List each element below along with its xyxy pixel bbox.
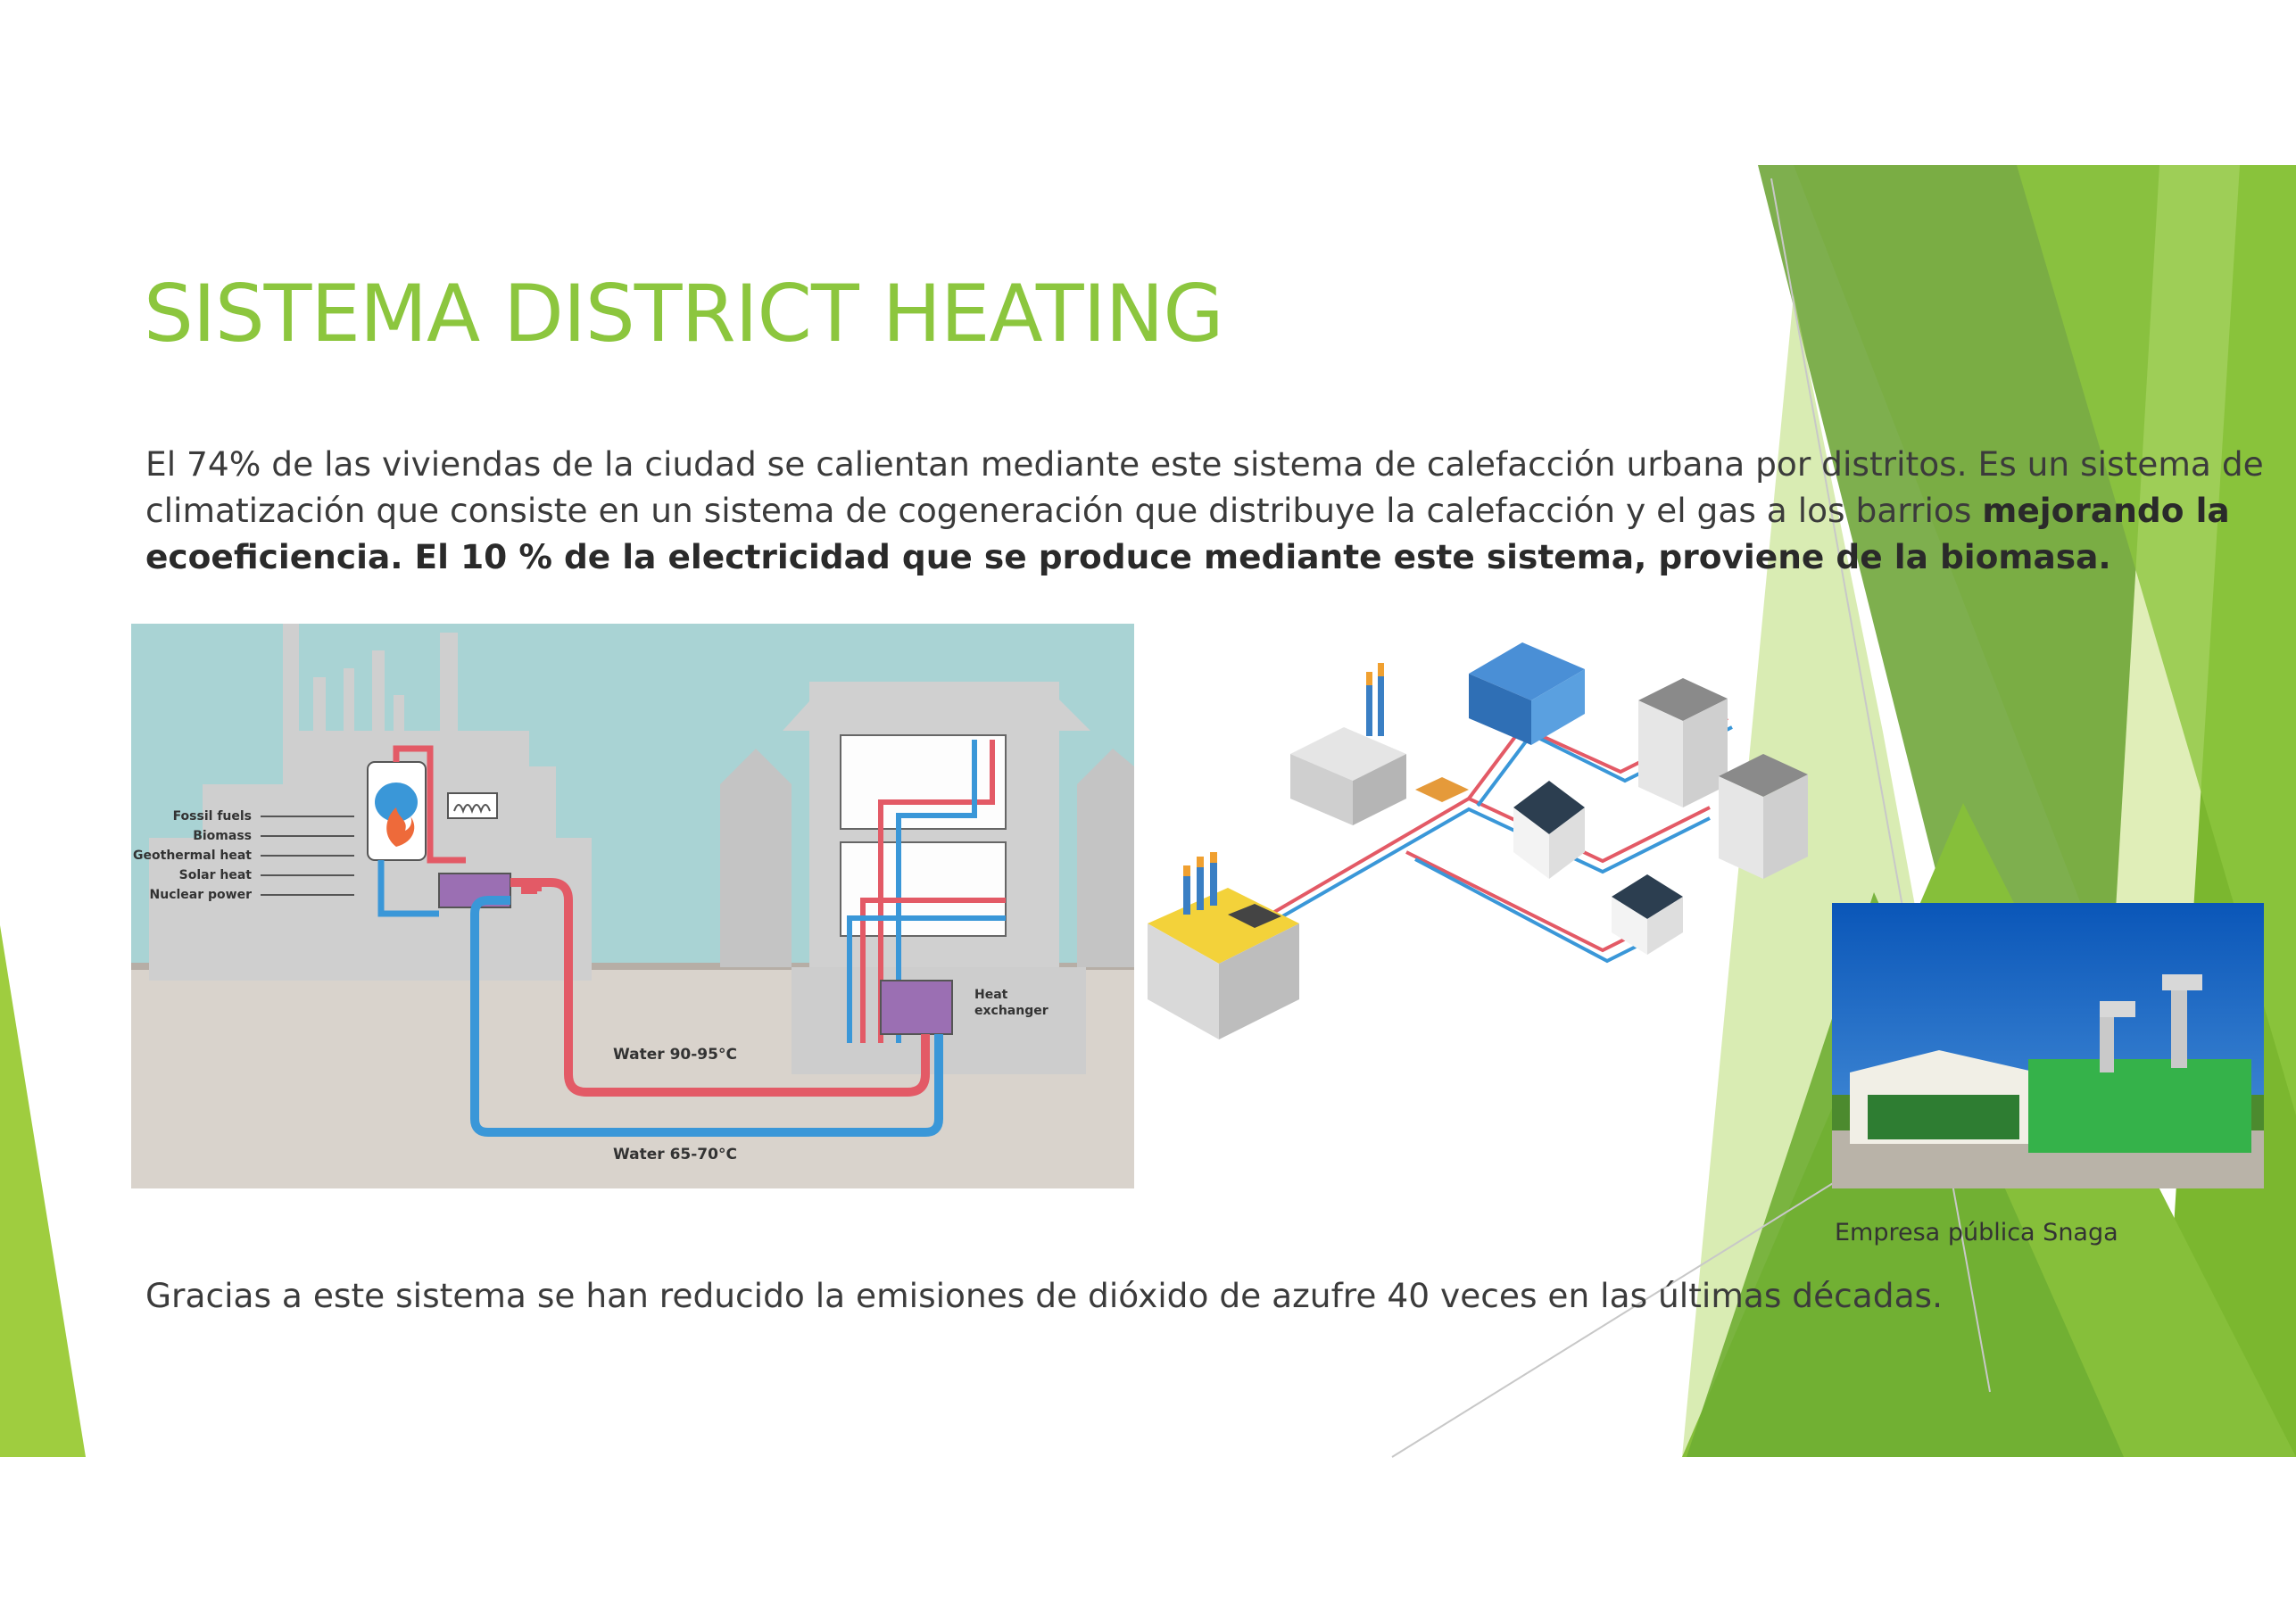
intro-paragraph-normal: El 74% de las viviendas de la ciudad se … (145, 444, 2264, 530)
source-geothermal: Geothermal heat (133, 849, 252, 863)
slide-title: SISTEMA DISTRICT HEATING (144, 268, 1224, 360)
footer-text: Gracias a este sistema se han reducido l… (145, 1276, 1944, 1315)
snaga-plant-photo (1832, 903, 2264, 1188)
water-hot-label: Water 90-95°C (613, 1046, 737, 1064)
flame-icon (386, 807, 415, 847)
source-solar: Solar heat (179, 868, 253, 882)
source-fossil-fuels: Fossil fuels (173, 809, 252, 824)
factory (1290, 663, 1469, 825)
houses (1513, 781, 1683, 955)
office-building (1469, 642, 1585, 745)
water-cold-label: Water 65-70°C (613, 1146, 737, 1163)
heat-exchanger-label-2: exchanger (974, 1004, 1049, 1018)
heat-exchanger-box (880, 980, 953, 1035)
source-nuclear: Nuclear power (150, 888, 253, 902)
intro-paragraph-bold: mejorando la ecoeficiencia. El 10 % de l… (145, 491, 2230, 576)
heat-exchanger-label-1: Heat (974, 988, 1008, 1002)
intro-paragraph: El 74% de las viviendas de la ciudad se … (145, 441, 2287, 580)
apartment-blocks (1638, 678, 1808, 879)
photo-caption: Empresa pública Snaga (1835, 1219, 2118, 1246)
turbine-icon (447, 792, 498, 819)
power-plant (1148, 852, 1299, 1039)
source-biomass: Biomass (193, 829, 252, 843)
district-network-illustration (1148, 642, 1808, 1039)
district-heating-diagram: Heat exchanger Fossil fuels Biomass Geot… (131, 624, 1134, 1188)
